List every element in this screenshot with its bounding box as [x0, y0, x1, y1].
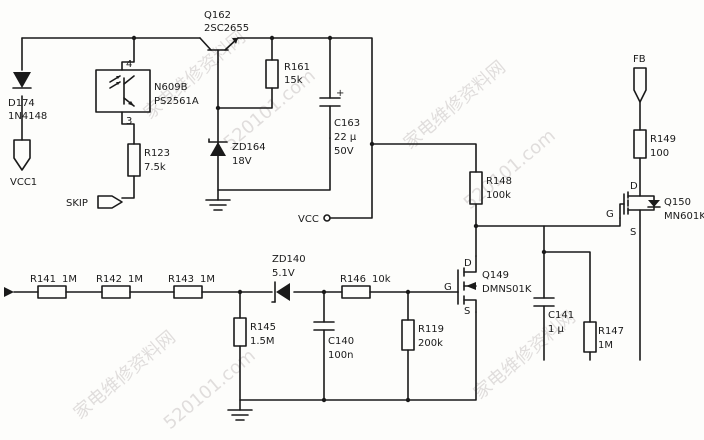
c163-polarity: +	[336, 88, 344, 99]
q149-part: DMNS01K	[482, 284, 532, 295]
watermark-url: 520101.com	[220, 65, 320, 154]
r146-ref: R146	[340, 274, 366, 285]
transistor-q162: Q162 2SC2655	[199, 10, 249, 63]
r147-ref: R147	[598, 326, 624, 337]
resistor-r146: R146 10k	[340, 274, 391, 299]
q149-pin-g: G	[444, 282, 452, 293]
resistor-r143: R143 1M	[168, 274, 215, 299]
r143-ref: R143	[168, 274, 194, 285]
c163-voltage: 50V	[334, 146, 354, 157]
r149-value: 100	[650, 148, 669, 159]
wires-top	[21, 37, 621, 257]
r123-value: 7.5k	[144, 162, 166, 173]
ground-symbol	[227, 409, 253, 421]
q162-ref: Q162	[204, 10, 231, 21]
r147-value: 1M	[598, 340, 613, 351]
resistor-r141: R141 1M	[30, 274, 77, 299]
q149-ref: Q149	[482, 270, 509, 281]
resistor-r119: R119 200k	[401, 319, 444, 351]
zener-zd164: ZD164 18V	[208, 138, 266, 167]
resistor-r142: R142 1M	[96, 274, 143, 299]
r146-value: 10k	[372, 274, 391, 285]
r148-ref: R148	[486, 176, 512, 187]
r141-value: 1M	[62, 274, 77, 285]
q149-pin-s: S	[464, 306, 470, 317]
zd140-ref: ZD140	[272, 254, 306, 265]
n609b-ref: N609B	[154, 82, 188, 93]
port-fb: FB	[633, 54, 647, 103]
resistor-r149: R149 100	[633, 129, 676, 159]
r148-value: 100k	[486, 190, 511, 201]
r143-value: 1M	[200, 274, 215, 285]
ground-symbol	[205, 199, 231, 211]
r142-ref: R142	[96, 274, 122, 285]
d174-ref: D174	[8, 98, 35, 109]
r161-ref: R161	[284, 62, 310, 73]
r161-value: 15k	[284, 75, 303, 86]
zener-zd140: ZD140 5.1V	[271, 254, 306, 303]
port-skip: SKIP	[66, 195, 123, 209]
resistor-r148: R148 100k	[469, 171, 512, 205]
d174-part: 1N4148	[8, 111, 47, 122]
n609b-pin-bottom: 3	[126, 116, 132, 127]
q150-part: MN601K	[664, 211, 704, 222]
r145-ref: R145	[250, 322, 276, 333]
watermark-url: 520101.com	[160, 345, 260, 434]
port-vcc1: VCC1	[10, 139, 37, 188]
resistor-r161: R161 15k	[265, 59, 310, 89]
watermark-text: 家电维修资料网	[400, 57, 510, 154]
mosfet-q149: D G S Q149 DMNS01K	[444, 255, 532, 317]
resistor-r123: R123 7.5k	[127, 143, 170, 177]
c140-value: 100n	[328, 350, 353, 361]
input-arrow-icon	[4, 287, 14, 297]
watermark-text: 家电维修资料网	[470, 307, 580, 404]
zd164-value: 18V	[232, 156, 252, 167]
resistor-r145: R145 1.5M	[233, 317, 276, 347]
capacitor-c163: + C163 22 μ 50V	[319, 88, 360, 157]
r123-ref: R123	[144, 148, 170, 159]
r142-value: 1M	[128, 274, 143, 285]
c141-value: 1 μ	[548, 324, 565, 335]
q150-pin-d: D	[630, 181, 638, 192]
q149-pin-d: D	[464, 258, 472, 269]
optocoupler-n609b: 4 3 N609B PS2561A	[95, 59, 199, 127]
c140-ref: C140	[328, 336, 354, 347]
port-vcc: VCC	[298, 214, 331, 225]
resistor-r147: R147 1M	[583, 321, 624, 353]
r119-ref: R119	[418, 324, 444, 335]
c141-ref: C141	[548, 310, 574, 321]
q162-part: 2SC2655	[204, 23, 249, 34]
r145-value: 1.5M	[250, 336, 275, 347]
capacitor-c140: C140 100n	[313, 321, 354, 361]
r141-ref: R141	[30, 274, 56, 285]
q150-pin-g: G	[606, 209, 614, 220]
vcc1-label: VCC1	[10, 177, 37, 188]
capacitor-c141: C141 1 μ	[533, 297, 574, 335]
zd164-ref: ZD164	[232, 142, 266, 153]
c163-ref: C163	[334, 118, 360, 129]
skip-label: SKIP	[66, 198, 88, 209]
c163-value: 22 μ	[334, 132, 357, 143]
diode-d174: D174 1N4148	[8, 72, 47, 122]
zd140-value: 5.1V	[272, 268, 295, 279]
q150-pin-s: S	[630, 227, 636, 238]
r119-value: 200k	[418, 338, 443, 349]
q150-ref: Q150	[664, 197, 691, 208]
mosfet-q150: D G S Q150 MN601K	[606, 157, 704, 361]
n609b-part: PS2561A	[154, 96, 199, 107]
n609b-pin-top: 4	[126, 59, 132, 70]
fb-label: FB	[633, 54, 646, 65]
vcc-label: VCC	[298, 214, 319, 225]
r149-ref: R149	[650, 134, 676, 145]
wires-bottom	[13, 225, 591, 411]
watermark-text: 家电维修资料网	[70, 327, 180, 424]
